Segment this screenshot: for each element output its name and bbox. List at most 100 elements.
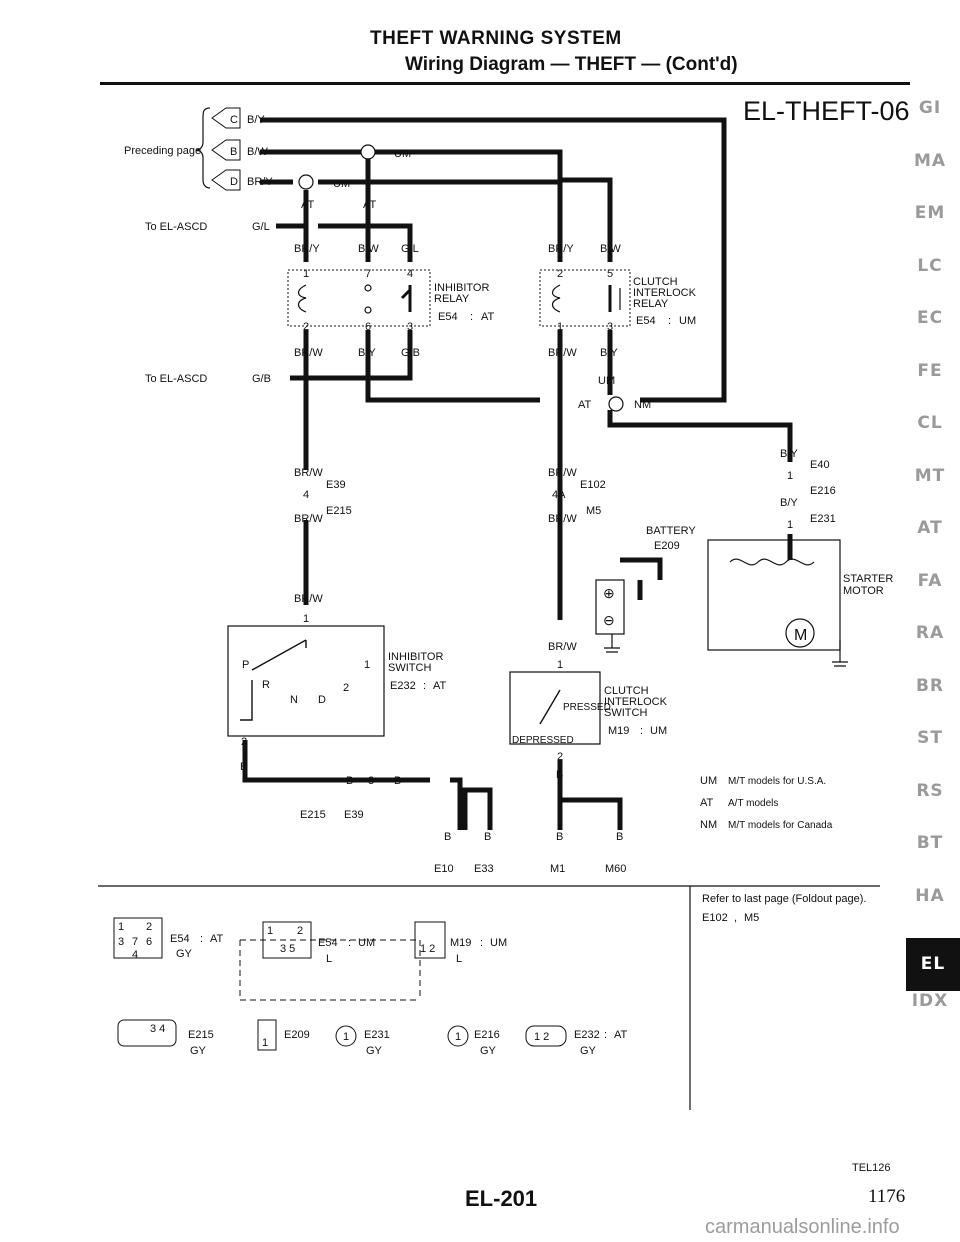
wire-brw-clutch: BR/W bbox=[548, 641, 577, 653]
tab-at[interactable]: AT bbox=[917, 518, 943, 538]
svg-text:AT: AT bbox=[210, 933, 224, 945]
pos-2: 2 bbox=[343, 682, 349, 694]
relay2-wire-by: B/Y bbox=[600, 347, 618, 359]
wire-brw-d: BR/W bbox=[548, 513, 577, 525]
pos-d: D bbox=[318, 694, 326, 706]
tab-ha[interactable]: HA bbox=[915, 885, 945, 906]
input-b-icon bbox=[211, 139, 241, 161]
clutch-option: UM bbox=[650, 725, 667, 737]
tab-br[interactable]: BR bbox=[915, 675, 945, 696]
svg-text:3 5: 3 5 bbox=[280, 943, 295, 955]
wire-bw-right bbox=[375, 149, 613, 262]
connector-e215: 3 4 E215 GY bbox=[117, 1019, 214, 1057]
pos-n: N bbox=[290, 694, 298, 706]
svg-text:4: 4 bbox=[132, 949, 138, 961]
pin-3-bottom: 3 bbox=[368, 775, 374, 787]
conn-m5: M5 bbox=[586, 505, 601, 517]
wire-b-e33: B bbox=[484, 831, 491, 843]
pin-1-clutch: 1 bbox=[557, 659, 563, 671]
pos-r: R bbox=[262, 679, 270, 691]
wire-by-e216: B/Y bbox=[780, 497, 798, 509]
starter-label-1: STARTER bbox=[843, 573, 893, 585]
svg-text:E232: E232 bbox=[574, 1029, 600, 1041]
connector-e232-at: 1 2 E232 : AT GY bbox=[525, 1025, 628, 1057]
pin-2-clutch: 2 bbox=[557, 751, 563, 763]
relay2-coil-icon bbox=[551, 284, 561, 313]
svg-text::: : bbox=[200, 933, 203, 945]
connector-e216: 1 E216 GY bbox=[447, 1025, 500, 1057]
svg-text:2: 2 bbox=[146, 921, 152, 933]
svg-text:7: 7 bbox=[132, 936, 138, 948]
tab-cl[interactable]: CL bbox=[917, 413, 943, 433]
relay1-connector: E54 bbox=[438, 311, 458, 323]
tab-gi[interactable]: GI bbox=[918, 98, 942, 118]
tab-bt[interactable]: BT bbox=[916, 833, 944, 853]
relay1-pin1: 1 bbox=[303, 268, 309, 280]
conn-e33: E33 bbox=[474, 863, 494, 875]
relay1-switch-icon bbox=[400, 285, 412, 312]
conn-m1: M1 bbox=[550, 863, 565, 875]
svg-text:M19: M19 bbox=[450, 937, 471, 949]
tab-ra[interactable]: RA bbox=[915, 623, 945, 643]
clutch-relay-label-1: CLUTCH bbox=[633, 276, 678, 288]
refer-connectors-2: M5 bbox=[744, 912, 759, 924]
pin-1-e231: 1 bbox=[787, 519, 793, 531]
tab-em[interactable]: EM bbox=[914, 203, 946, 223]
svg-text:1 2: 1 2 bbox=[420, 943, 435, 955]
conn-e40: E40 bbox=[810, 459, 830, 471]
conn-e231: E231 bbox=[810, 513, 836, 525]
inhibitor-switch-label-2: SWITCH bbox=[388, 662, 431, 674]
wire-gl bbox=[276, 223, 413, 262]
wire-brw-b: BR/W bbox=[294, 513, 323, 525]
wire-gb bbox=[290, 330, 413, 381]
inhibitor-switch-label-1: INHIBITOR bbox=[388, 651, 443, 663]
tab-rs[interactable]: RS bbox=[916, 780, 944, 801]
conn-e39: E39 bbox=[326, 479, 346, 491]
tab-ma[interactable]: MA bbox=[913, 150, 947, 171]
input-d-letter: D bbox=[230, 176, 238, 188]
wire-by-e40: B/Y bbox=[780, 448, 798, 460]
tab-lc[interactable]: LC bbox=[917, 255, 943, 276]
pin-4a: 4A bbox=[552, 489, 566, 501]
option-at-badge: AT bbox=[301, 199, 315, 211]
relay1-sep: : bbox=[470, 311, 473, 323]
svg-text:UM: UM bbox=[490, 937, 507, 949]
connector-e54-um: 1 2 3 5 E54 : UM L bbox=[262, 921, 375, 965]
svg-text:GY: GY bbox=[580, 1045, 597, 1057]
legend-code-at: AT bbox=[700, 797, 714, 809]
tab-idx[interactable]: IDX bbox=[911, 990, 949, 1011]
relay1-wire-gb: G/B bbox=[401, 347, 420, 359]
input-c-icon bbox=[211, 107, 241, 129]
folio-number: 1176 bbox=[868, 1186, 906, 1207]
svg-text:L: L bbox=[456, 953, 462, 965]
pin-1-e40: 1 bbox=[787, 470, 793, 482]
svg-text::: : bbox=[604, 1029, 607, 1041]
wire-b-clutch-label: B bbox=[556, 769, 563, 781]
tab-fa[interactable]: FA bbox=[917, 570, 943, 591]
relay1-pin2: 2 bbox=[303, 321, 309, 333]
conn-e10: E10 bbox=[434, 863, 454, 875]
preceding-page-label: Preceding page bbox=[124, 145, 201, 157]
svg-text::: : bbox=[480, 937, 483, 949]
input-b-wire: B/W bbox=[247, 146, 268, 158]
refer-text: Refer to last page (Foldout page). bbox=[702, 893, 867, 905]
splice-option-nm: NM bbox=[634, 399, 651, 411]
pos-p: P bbox=[242, 659, 249, 671]
clutch-switch-label-2: INTERLOCK bbox=[604, 696, 668, 708]
relay2-connector: E54 bbox=[636, 315, 656, 327]
tab-el[interactable]: EL bbox=[906, 938, 960, 991]
tab-st[interactable]: ST bbox=[917, 728, 943, 748]
depressed-label: DEPRESSED bbox=[512, 735, 574, 746]
svg-text:E231: E231 bbox=[364, 1029, 390, 1041]
connector-e231: 1 E231 GY bbox=[335, 1025, 390, 1057]
legend-text-nm: M/T models for Canada bbox=[728, 820, 833, 831]
conn-e216: E216 bbox=[810, 485, 836, 497]
starter-motor-box bbox=[707, 539, 841, 651]
conn-m19: M19 bbox=[608, 725, 629, 737]
battery-minus-icon: ⊖ bbox=[603, 612, 615, 628]
tab-fe[interactable]: FE bbox=[917, 360, 943, 381]
svg-text:AT: AT bbox=[614, 1029, 628, 1041]
svg-text:1: 1 bbox=[343, 1031, 349, 1043]
tab-mt[interactable]: MT bbox=[914, 465, 946, 486]
tab-ec[interactable]: EC bbox=[916, 308, 944, 328]
